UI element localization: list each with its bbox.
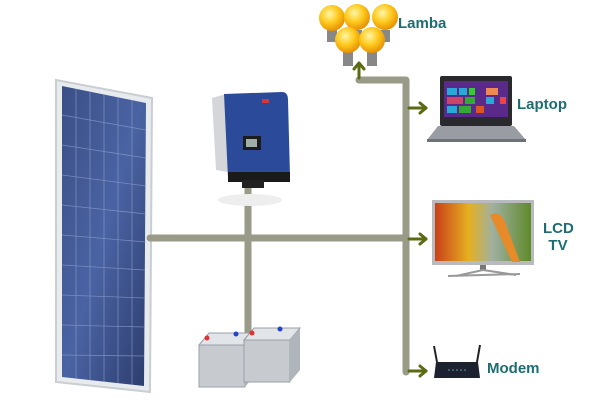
arrow-to-modem [407, 364, 428, 378]
wiring [146, 76, 410, 376]
battery-icon [197, 326, 302, 388]
tv-label-line2: TV [548, 237, 568, 254]
modem-icon [433, 344, 481, 378]
lcd-tv-icon [432, 200, 534, 277]
tv-label: LCD TV [543, 220, 574, 254]
laptop-label: Laptop [517, 96, 567, 113]
arrow-to-lamp [352, 61, 366, 80]
solar-panel-icon [55, 78, 154, 394]
arrow-to-laptop [407, 101, 428, 115]
modem-label: Modem [487, 360, 540, 377]
tv-label-line1: LCD [543, 220, 574, 237]
arrows [352, 61, 428, 378]
light-bulbs-icon [319, 4, 398, 66]
arrow-to-tv [407, 232, 428, 246]
lamp-label: Lamba [398, 15, 447, 32]
laptop-icon [427, 76, 526, 142]
inverter-icon [212, 92, 290, 206]
